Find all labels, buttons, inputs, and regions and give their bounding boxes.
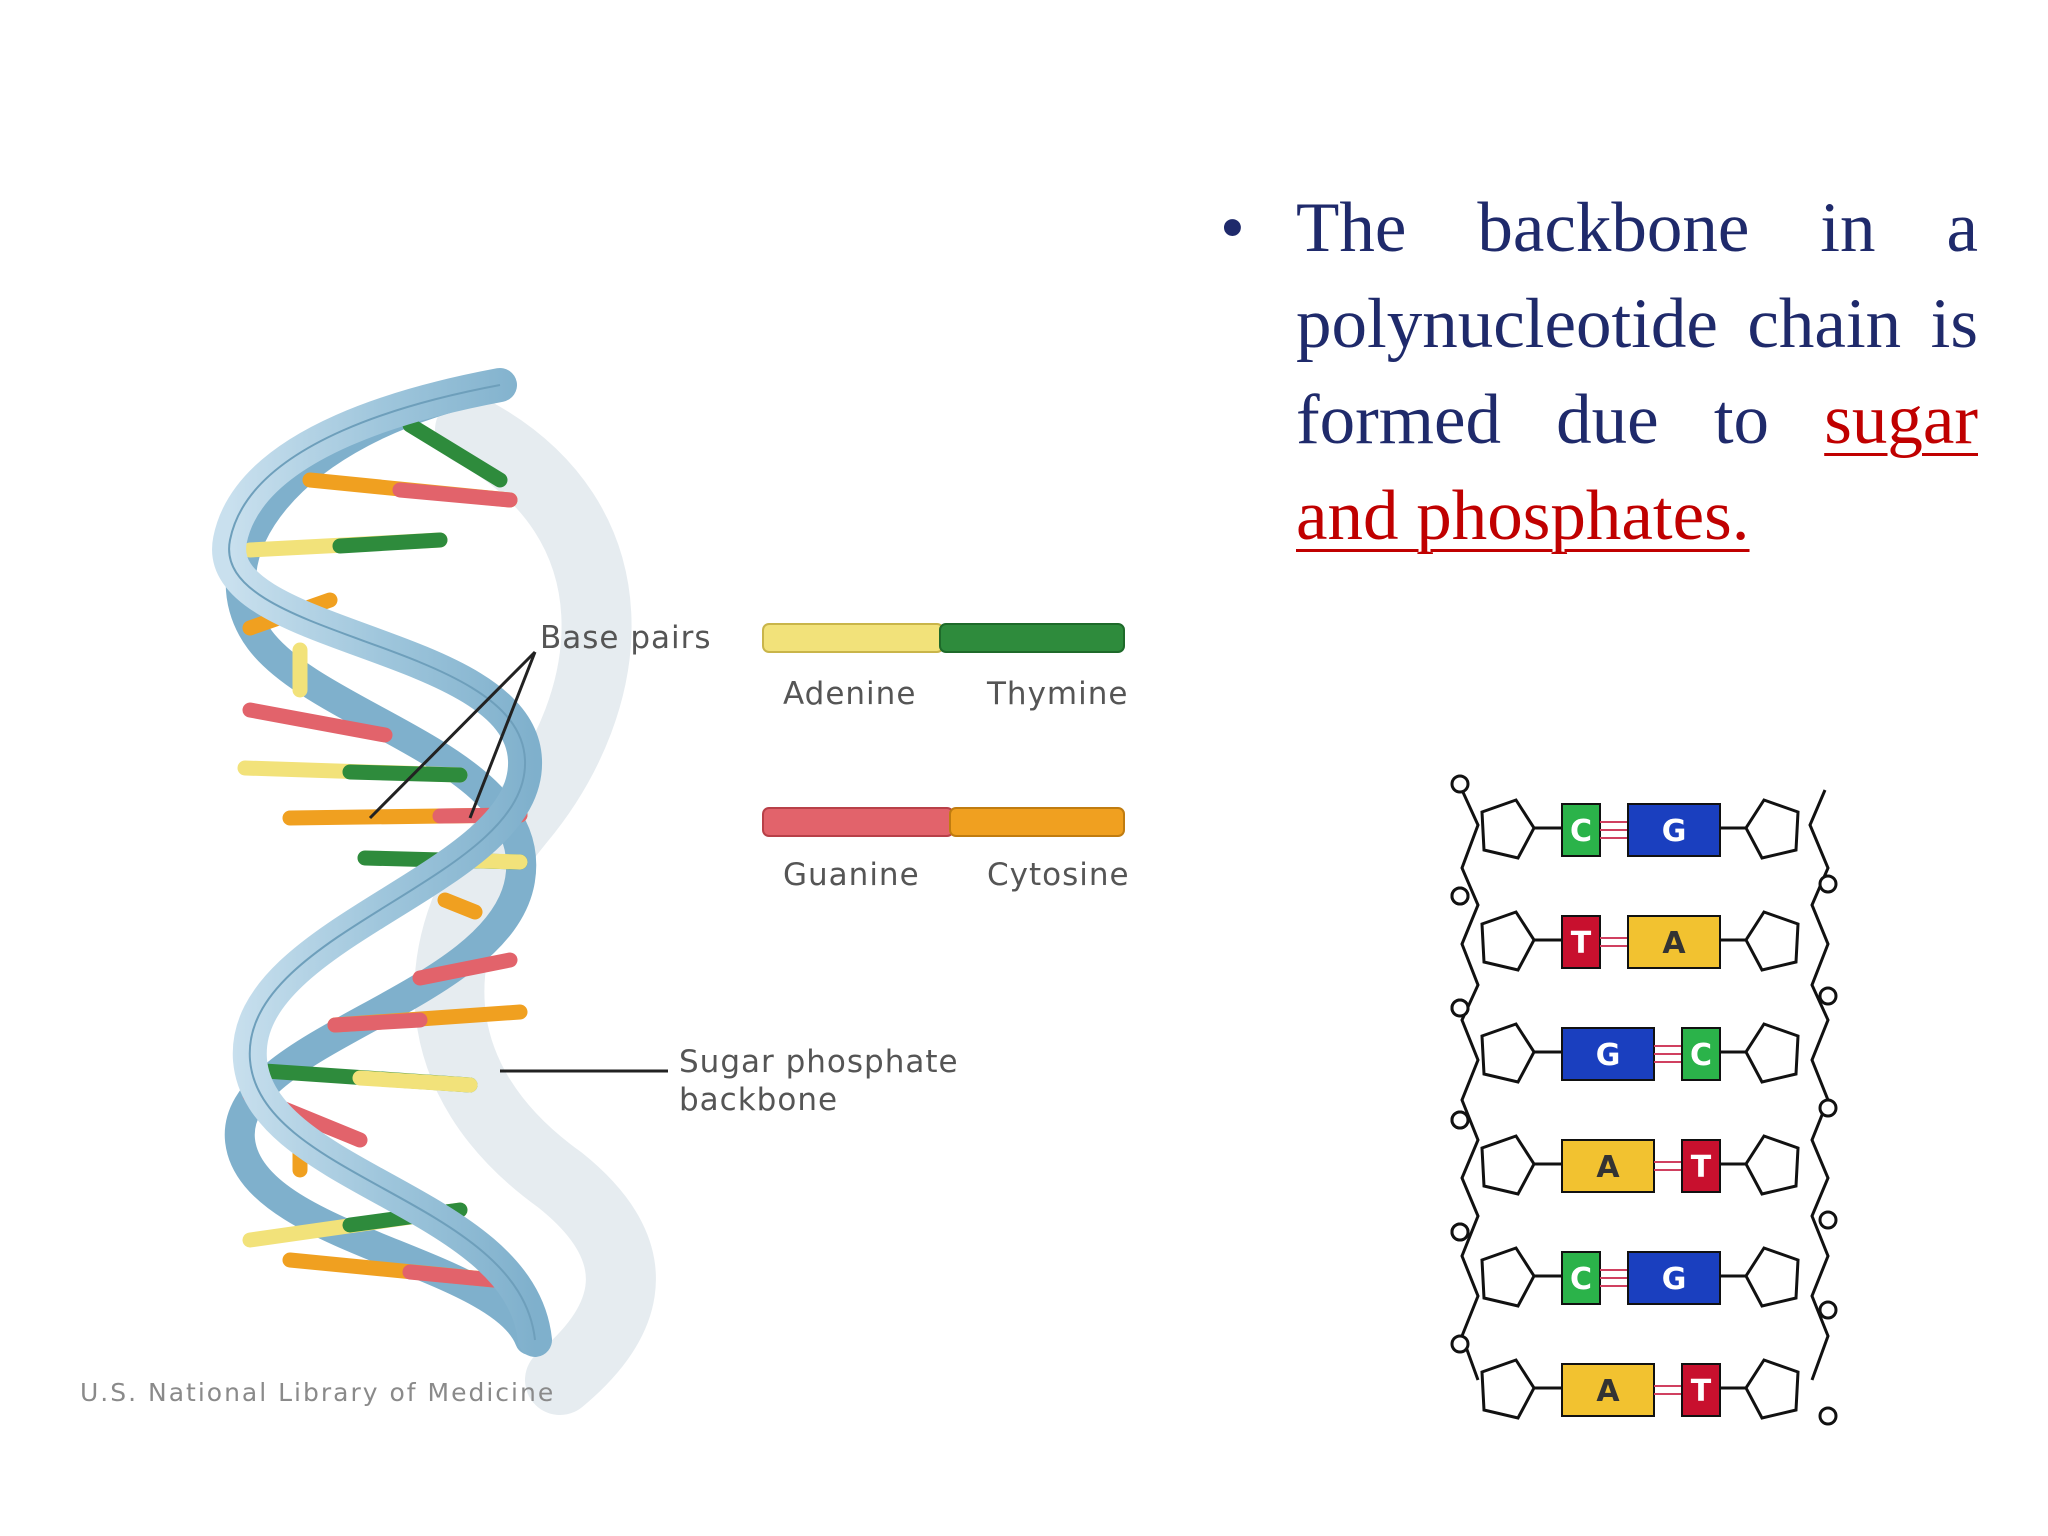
backbone-label-line2: backbone [679,1082,839,1118]
base-pairs-label: Base pairs [540,620,712,656]
thymine-bar [939,623,1125,653]
bullet-text: The backbone in a polynucleotide chain i… [1296,180,1978,564]
label-pointers [368,650,668,1073]
image-credit: U.S. National Library of Medicine [80,1378,556,1407]
guanine-label: Guanine [783,857,920,893]
bullet-text-plain: The backbone in a polynucleotide chain i… [1296,189,1978,459]
helix-front-edge [228,384,536,1341]
bullet-dot-icon: • [1220,189,1245,267]
guanine-bar [762,807,954,837]
cytosine-bar [949,807,1125,837]
adenine-label: Adenine [783,676,917,712]
cytosine-label: Cytosine [987,857,1130,893]
bullet-point: • The backbone in a polynucleotide chain… [1220,180,1978,564]
thymine-label: Thymine [987,676,1129,712]
helix-shadow [414,395,656,1415]
bullet-text-highlight: sugar and phosphates. [1296,381,1978,555]
backbone-label-line1: Sugar phosphate [679,1044,959,1080]
adenine-bar [762,623,944,653]
